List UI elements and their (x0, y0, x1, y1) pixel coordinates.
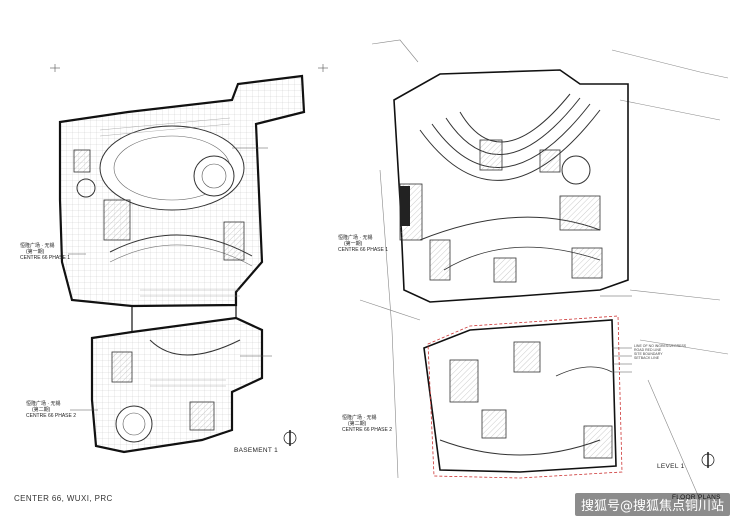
level1-phase1-label: 恒隆广场 · 无锡 (第一期) CENTRE 66 PHASE 1 (338, 235, 389, 253)
level1-phase1-outline (393, 69, 629, 303)
level1-north-arrow (701, 452, 715, 468)
basement-phase1-label: 恒隆广场 · 无锡 (第一期) CENTRE 66 PHASE 1 (20, 243, 71, 261)
project-footer: CENTER 66, WUXI, PRC (14, 494, 113, 503)
sheet-label: FLOOR PLANS (672, 494, 721, 501)
basement-title: BASEMENT 1 (234, 447, 279, 454)
level1-phase2-outline (423, 319, 617, 473)
basement-north-arrow (283, 430, 297, 446)
watermark: 搜狐号@搜狐焦点铜川站 (574, 493, 730, 516)
level1-plan (359, 39, 729, 501)
basement-phase2-label: 恒隆广场 · 无锡 (第二期) CENTRE 66 PHASE 2 (26, 401, 77, 419)
level1-phase2-label: 恒隆广场 · 无锡 (第二期) CENTRE 66 PHASE 2 (342, 415, 393, 433)
level1-title: LEVEL 1 (657, 463, 685, 470)
basement-plan (50, 64, 328, 454)
level1-annotations: LINE OF NO INGRESS/EGRESS ROAD RED LINE … (634, 344, 687, 361)
